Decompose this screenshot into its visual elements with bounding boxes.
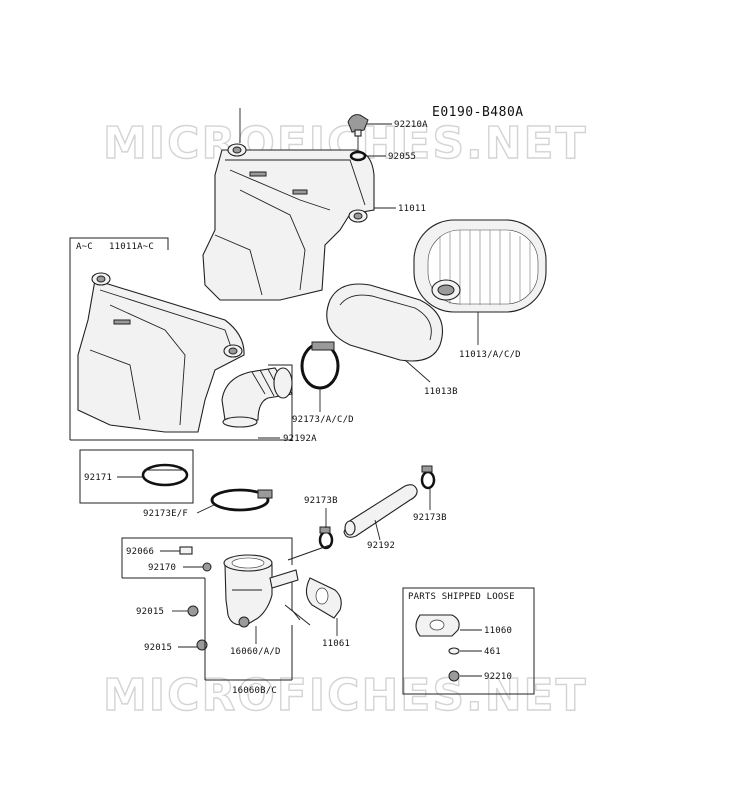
label-92015-a: 92015 [136,607,164,617]
air-cleaner-housing [202,108,375,301]
label-92210A: 92210A [394,120,428,130]
label-11011A-C: 11011A~C [109,242,154,252]
label-11011: 11011 [398,204,426,214]
label-461: 461 [484,647,501,657]
nut-92210 [448,670,482,682]
gasket-11060 [415,614,482,637]
label-16060BC: 16060B/C [232,686,277,696]
label-11013ACD: 11013/A/C/D [459,350,521,360]
air-duct [223,554,299,628]
air-filter-element [413,219,547,345]
label-16060AD: 16060/A/D [230,647,281,657]
pin [160,546,193,555]
fitting [183,562,212,572]
label-92192A: 92192A [283,434,317,444]
loose-parts-box [402,587,535,695]
elbow-hose [221,367,293,439]
washer-461 [448,647,482,655]
diagram-code: E0190-B480A [432,105,524,120]
label-92210: 92210 [484,672,512,682]
pre-cleaner [326,283,444,383]
label-11061: 11061 [322,639,350,649]
label-92066: 92066 [126,547,154,557]
label-11013B: 11013B [424,387,458,397]
label-92055: 92055 [388,152,416,162]
assembly-bracket [121,537,331,626]
wing-nut [347,114,392,137]
hose-clamp-top [300,341,340,412]
watermark-bottom: MICROFICHES.NET [103,670,588,721]
label-92173ACD: 92173/A/C/D [292,415,354,425]
alt-housing [77,272,245,433]
nut-92015-b [178,639,208,651]
hose-clamp-large [196,488,273,514]
washer-92055 [349,150,386,162]
group-label: A~C [76,242,93,252]
label-92171: 92171 [84,473,112,483]
nut-92015-a [172,605,199,617]
label-92173B-right: 92173B [413,513,447,523]
hose-clamp-small-left [318,508,334,550]
group-box [69,237,293,441]
label-92015-b: 92015 [144,643,172,653]
label-92173EF: 92173E/F [143,509,188,519]
gasket-11061 [305,577,342,636]
hose-clamp-small-right [420,465,436,510]
loose-box-title: PARTS SHIPPED LOOSE [408,592,515,602]
label-92170: 92170 [148,563,176,573]
clamp-box [79,449,194,504]
label-11060: 11060 [484,626,512,636]
breather-hose [343,484,418,541]
label-92192: 92192 [367,541,395,551]
label-92173B-left: 92173B [304,496,338,506]
